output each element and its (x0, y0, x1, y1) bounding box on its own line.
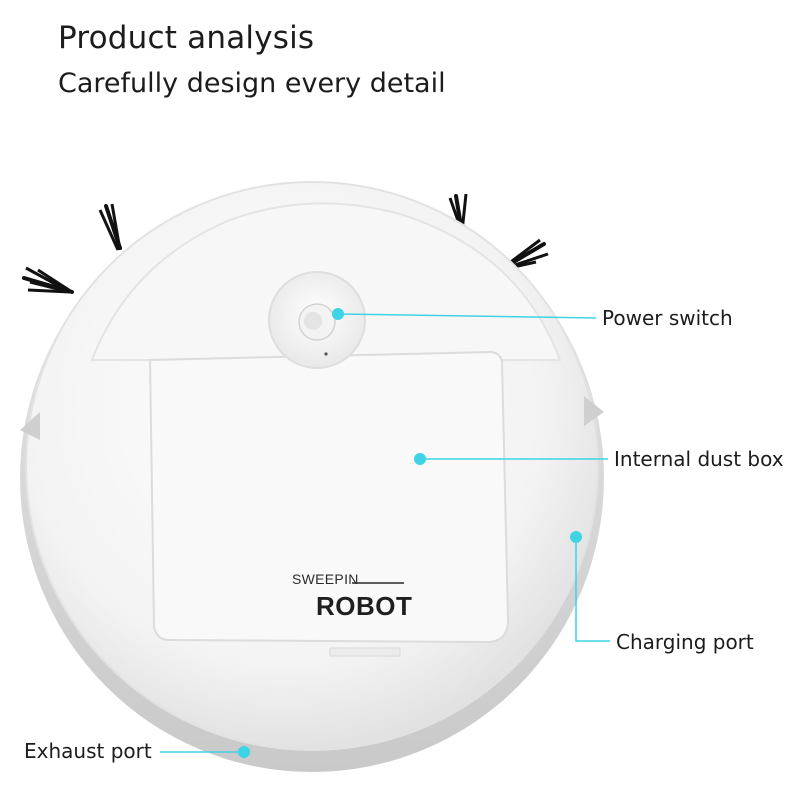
callout-power-switch-marker (332, 308, 597, 320)
power-switch[interactable] (268, 271, 366, 369)
callout-charging-port-marker (570, 531, 610, 642)
callout-power-switch-label: Power switch (602, 306, 733, 330)
callout-dust-box-marker (414, 453, 608, 465)
brand-line2: ROBOT (316, 591, 412, 621)
callout-internal-dust-box-label: Internal dust box (614, 447, 784, 471)
callout-charging-port-label: Charging port (616, 630, 754, 654)
callout-exhaust-port-label: Exhaust port (24, 739, 152, 763)
brand-line1: SWEEPIN (292, 571, 359, 587)
page-title: Product analysis (58, 20, 315, 56)
side-brush-left (22, 203, 122, 294)
callout-exhaust-port-marker (160, 746, 250, 758)
dust-box-cover (148, 350, 510, 644)
brand-logo: SWEEPIN ROBOT (292, 571, 412, 621)
page-subtitle: Carefully design every detail (58, 68, 446, 99)
